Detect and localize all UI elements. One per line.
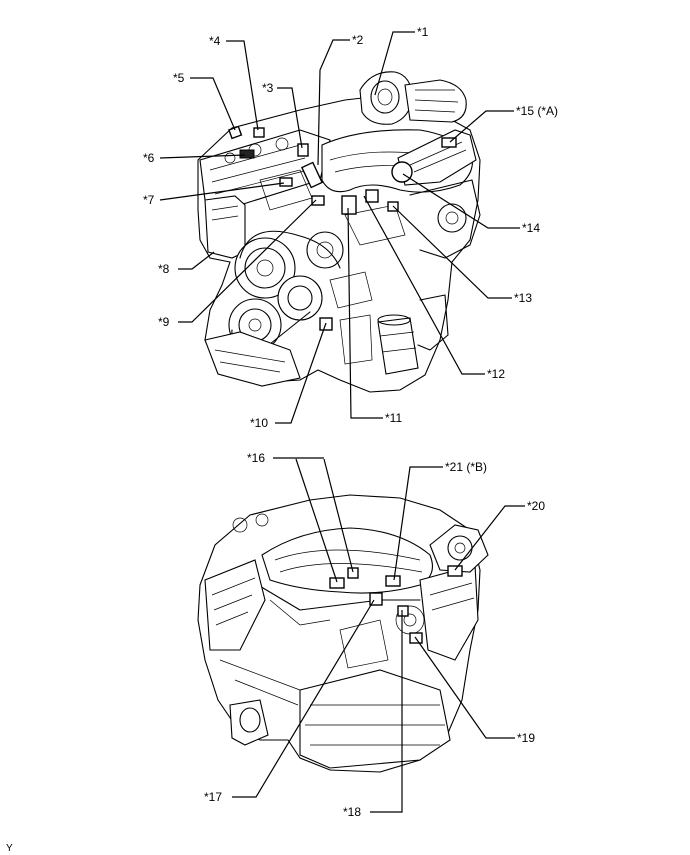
callout-3: *3 bbox=[262, 81, 274, 95]
callout-19: *19 bbox=[517, 731, 535, 745]
engine-bottom bbox=[197, 494, 489, 773]
callout-14: *14 bbox=[522, 221, 540, 235]
callout-11: *11 bbox=[385, 411, 402, 425]
callout-16: *16 bbox=[247, 451, 265, 465]
callout-20: *20 bbox=[527, 499, 545, 513]
engine-top bbox=[197, 71, 481, 393]
callout-2: *2 bbox=[352, 33, 364, 47]
callout-7: *7 bbox=[143, 193, 155, 207]
callout-4: *4 bbox=[209, 34, 221, 48]
callout-6: *6 bbox=[143, 151, 155, 165]
callout-8: *8 bbox=[158, 262, 170, 276]
callout-13: *13 bbox=[514, 291, 532, 305]
callout-18: *18 bbox=[343, 805, 361, 819]
callout-21: *21 (*B) bbox=[445, 460, 487, 474]
corner-mark: Y bbox=[6, 843, 13, 854]
callout-labels: *1 *2 *3 *4 *5 *6 *7 *8 *9 *10 *11 *12 *… bbox=[6, 25, 558, 854]
callout-9: *9 bbox=[158, 315, 170, 329]
leader-lines bbox=[159, 31, 525, 813]
callout-1: *1 bbox=[417, 25, 429, 39]
callout-17: *17 bbox=[204, 790, 222, 804]
callout-12: *12 bbox=[487, 367, 505, 381]
callout-15: *15 (*A) bbox=[516, 104, 558, 118]
callout-5: *5 bbox=[173, 71, 185, 85]
callout-10: *10 bbox=[250, 416, 268, 430]
